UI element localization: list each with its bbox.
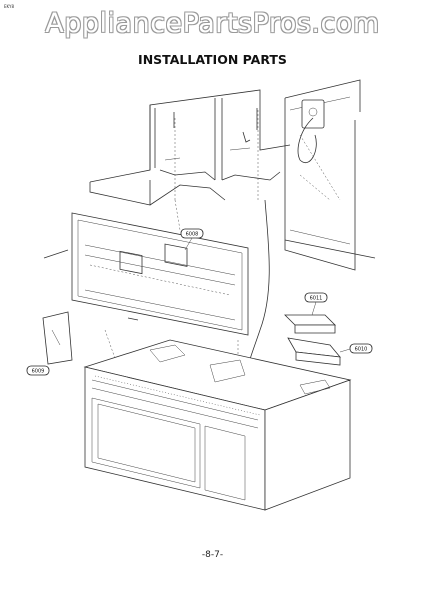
page-title: INSTALLATION PARTS: [138, 52, 287, 67]
part-6009: 6009: [26, 311, 73, 376]
callout-6008-text: 6008: [186, 232, 199, 238]
page-number: -8-7-: [201, 550, 224, 560]
microwave-oven: [83, 339, 352, 511]
oven-door: [91, 397, 201, 489]
mounting-plate: [43, 212, 249, 336]
callout-6009-text: 6009: [32, 369, 45, 375]
callout-6011-text: 6011: [310, 296, 323, 302]
plate-slot: [119, 250, 143, 275]
wall-cabinet: [89, 79, 376, 271]
bolt: [43, 249, 69, 259]
part-6010: 6010: [287, 337, 373, 366]
corner-code: EKY8: [4, 4, 14, 9]
control-panel: [204, 425, 246, 501]
outlet-box: [301, 99, 325, 129]
callout-6010: [349, 343, 373, 354]
clip: [242, 131, 251, 143]
callout-6010-text: 6010: [355, 347, 368, 353]
bolt: [127, 317, 139, 321]
power-cord-wall: [297, 117, 317, 163]
part-6011: 6011: [284, 292, 336, 334]
callout-6009: [26, 365, 50, 376]
plate-slot: [164, 243, 188, 267]
watermark: AppliancePartsPros.com: [45, 8, 380, 39]
